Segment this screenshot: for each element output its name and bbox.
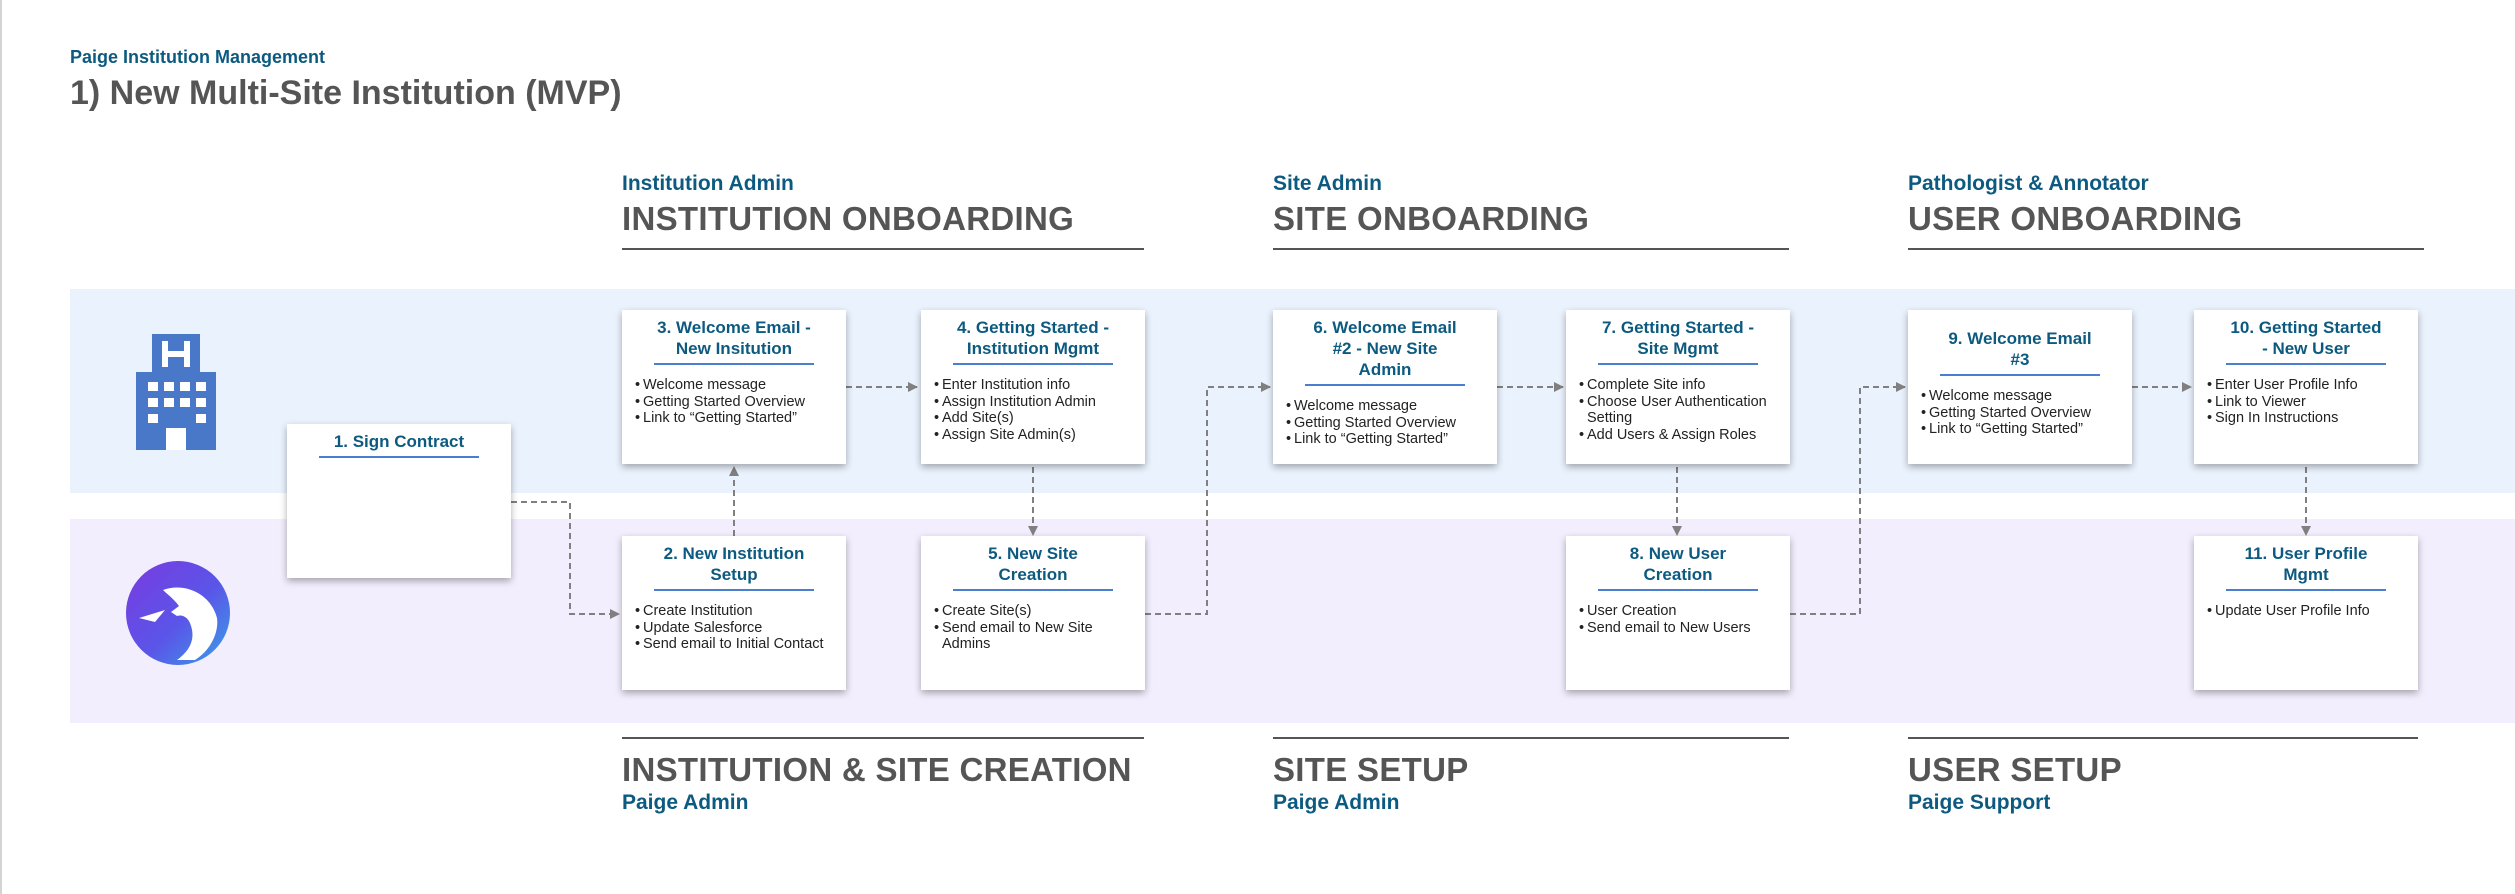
bullet-item: Welcome message — [1921, 388, 2122, 405]
bullet-item: Getting Started Overview — [1286, 415, 1487, 432]
step-title: 11. User Profile Mgmt — [2226, 543, 2386, 591]
bullet-item: Add Users & Assign Roles — [1579, 427, 1780, 444]
section-title-site-onboarding: SITE ONBOARDING — [1273, 200, 1590, 237]
section-divider — [1908, 248, 2424, 250]
step-bullets: Enter Institution info Assign Institutio… — [921, 377, 1145, 443]
section-divider — [1273, 248, 1789, 250]
bullet-item: Send email to Initial Contact — [635, 636, 836, 653]
bullet-item: Send email to New Users — [1579, 620, 1780, 637]
step-title: 4. Getting Started - Institution Mgmt — [953, 317, 1113, 365]
bullet-item: Getting Started Overview — [635, 394, 836, 411]
step-bullets: User Creation Send email to New Users — [1566, 603, 1790, 636]
step-title: 9. Welcome Email #3 — [1940, 328, 2100, 376]
step-card-7-site-mgmt[interactable]: 7. Getting Started - Site Mgmt Complete … — [1566, 310, 1790, 464]
section-role-paige-admin: Paige Admin — [622, 791, 749, 814]
step-card-3-welcome-email[interactable]: 3. Welcome Email - New Insitution Welcom… — [622, 310, 846, 464]
step-title: 5. New Site Creation — [953, 543, 1113, 591]
step-card-9-welcome-email-3[interactable]: 9. Welcome Email #3 Welcome message Gett… — [1908, 310, 2132, 464]
step-bullets: Welcome message Getting Started Overview… — [1273, 398, 1497, 448]
bullet-item: Create Institution — [635, 603, 836, 620]
arrow-8-to-9 — [1790, 382, 1906, 615]
step-bullets: Welcome message Getting Started Overview… — [622, 377, 846, 427]
step-card-11-user-profile-mgmt[interactable]: 11. User Profile Mgmt Update User Profil… — [2194, 536, 2418, 690]
step-title: 6. Welcome Email #2 - New Site Admin — [1305, 317, 1465, 386]
section-role-site-admin: Site Admin — [1273, 172, 1382, 195]
step-card-1-sign-contract[interactable]: 1. Sign Contract — [287, 424, 511, 578]
step-card-6-welcome-email-2[interactable]: 6. Welcome Email #2 - New Site Admin Wel… — [1273, 310, 1497, 464]
bullet-item: Update User Profile Info — [2207, 603, 2408, 620]
step-title: 8. New User Creation — [1598, 543, 1758, 591]
bullet-item: User Creation — [1579, 603, 1780, 620]
section-role-pathologist-annotator: Pathologist & Annotator — [1908, 172, 2149, 195]
bullet-item: Choose User Authentication Setting — [1579, 394, 1780, 427]
step-card-8-new-user-creation[interactable]: 8. New User Creation User Creation Send … — [1566, 536, 1790, 690]
bullet-item: Link to “Getting Started” — [635, 410, 836, 427]
bullet-item: Enter Institution info — [934, 377, 1135, 394]
bullet-item: Link to “Getting Started” — [1921, 421, 2122, 438]
step-card-5-new-site-creation[interactable]: 5. New Site Creation Create Site(s) Send… — [921, 536, 1145, 690]
step-bullets: Welcome message Getting Started Overview… — [1908, 388, 2132, 438]
step-title: 10. Getting Started - New User — [2226, 317, 2386, 365]
bullet-item: Welcome message — [1286, 398, 1487, 415]
arrow-1-to-2 — [511, 501, 620, 619]
section-divider — [1273, 737, 1789, 739]
section-role-institution-admin: Institution Admin — [622, 172, 794, 195]
section-divider — [1908, 737, 2418, 739]
bullet-item: Create Site(s) — [934, 603, 1135, 620]
bullet-item: Add Site(s) — [934, 410, 1135, 427]
bullet-item: Assign Site Admin(s) — [934, 427, 1135, 444]
arrow-5-to-6 — [1145, 382, 1271, 615]
bullet-item: Assign Institution Admin — [934, 394, 1135, 411]
paige-logo-icon — [126, 561, 230, 665]
step-title: 7. Getting Started - Site Mgmt — [1598, 317, 1758, 365]
step-title: 2. New Institution Setup — [654, 543, 814, 591]
bullet-item: Enter User Profile Info — [2207, 377, 2408, 394]
section-divider — [622, 737, 1144, 739]
bullet-item: Update Salesforce — [635, 620, 836, 637]
section-title-institution-onboarding: INSTITUTION ONBOARDING — [622, 200, 1075, 237]
bullet-item: Sign In Instructions — [2207, 410, 2408, 427]
bullet-item: Send email to New Site Admins — [934, 620, 1135, 653]
hospital-icon — [136, 334, 216, 450]
bullet-item: Complete Site info — [1579, 377, 1780, 394]
section-title-user-setup: USER SETUP — [1908, 751, 2122, 788]
step-bullets: Update User Profile Info — [2194, 603, 2418, 620]
page-subtitle: Paige Institution Management — [70, 47, 326, 67]
frame-border — [0, 0, 2, 894]
step-bullets: Create Site(s) Send email to New Site Ad… — [921, 603, 1145, 653]
step-bullets: Enter User Profile Info Link to Viewer S… — [2194, 377, 2418, 427]
bullet-item: Welcome message — [635, 377, 836, 394]
step-title: 3. Welcome Email - New Insitution — [654, 317, 814, 365]
step-card-4-institution-mgmt[interactable]: 4. Getting Started - Institution Mgmt En… — [921, 310, 1145, 464]
page-title: 1) New Multi-Site Institution (MVP) — [70, 74, 622, 112]
bullet-item: Link to “Getting Started” — [1286, 431, 1487, 448]
section-title-user-onboarding: USER ONBOARDING — [1908, 200, 2243, 237]
section-divider — [622, 248, 1144, 250]
bullet-item: Getting Started Overview — [1921, 405, 2122, 422]
step-card-10-new-user[interactable]: 10. Getting Started - New User Enter Use… — [2194, 310, 2418, 464]
step-bullets: Create Institution Update Salesforce Sen… — [622, 603, 846, 653]
step-card-2-new-institution-setup[interactable]: 2. New Institution Setup Create Institut… — [622, 536, 846, 690]
section-title-institution-site-creation: INSTITUTION & SITE CREATION — [622, 751, 1132, 788]
section-role-paige-admin: Paige Admin — [1273, 791, 1400, 814]
bullet-item: Link to Viewer — [2207, 394, 2408, 411]
step-title: 1. Sign Contract — [319, 431, 479, 458]
section-role-paige-support: Paige Support — [1908, 791, 2051, 814]
section-title-site-setup: SITE SETUP — [1273, 751, 1469, 788]
step-bullets: Complete Site info Choose User Authentic… — [1566, 377, 1790, 443]
